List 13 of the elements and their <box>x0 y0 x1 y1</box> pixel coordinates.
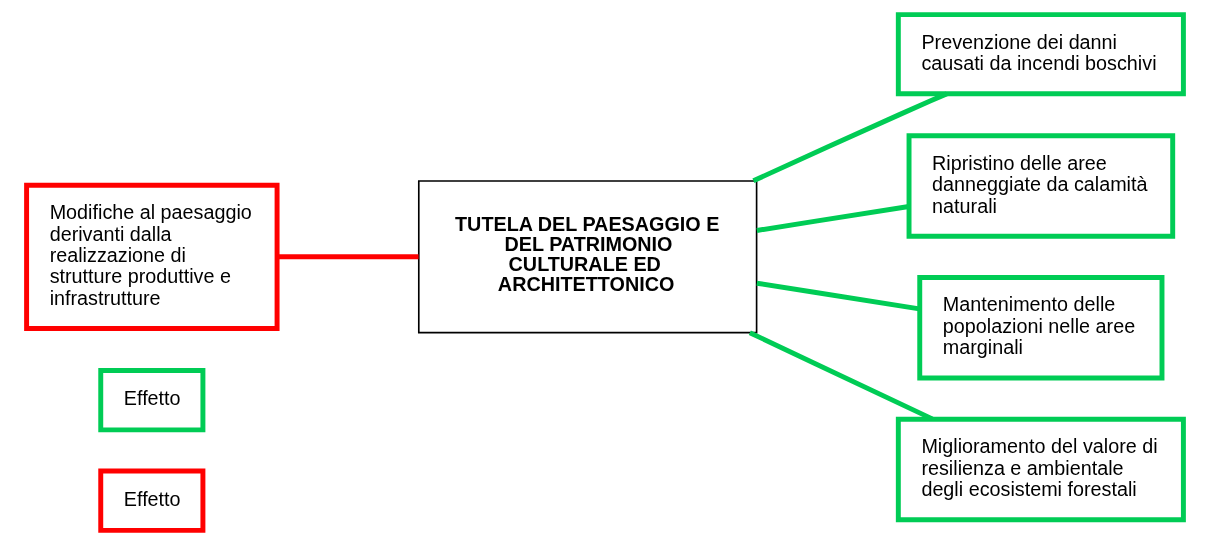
node-box: Mantenimento delle popolazioni nelle aree marginali <box>916 274 1164 381</box>
node-box: Ripristino delle aree danneggiate da calamità naturali <box>906 133 1175 239</box>
node-box: TUTELA DEL PAESAGGIO E DEL PATRIMONIO CULTURALE ED ARCHITETTONICO <box>417 180 757 334</box>
connector <box>756 204 909 233</box>
node-box: Effetto <box>97 468 205 533</box>
node-box: Prevenzione dei danni causati da incendi boschivi <box>895 12 1186 97</box>
connector <box>751 91 948 184</box>
node-box: Miglioramento del valore di resilienza e ambientale degli ecosistemi forestali <box>895 416 1186 523</box>
connector <box>756 280 920 312</box>
connector <box>276 254 419 260</box>
connector <box>748 330 933 422</box>
node-box: Modifiche al paesaggio derivanti dalla realizzazione di strutture produttive e infrastrutture <box>23 182 280 331</box>
node-box: Effetto <box>97 368 205 433</box>
